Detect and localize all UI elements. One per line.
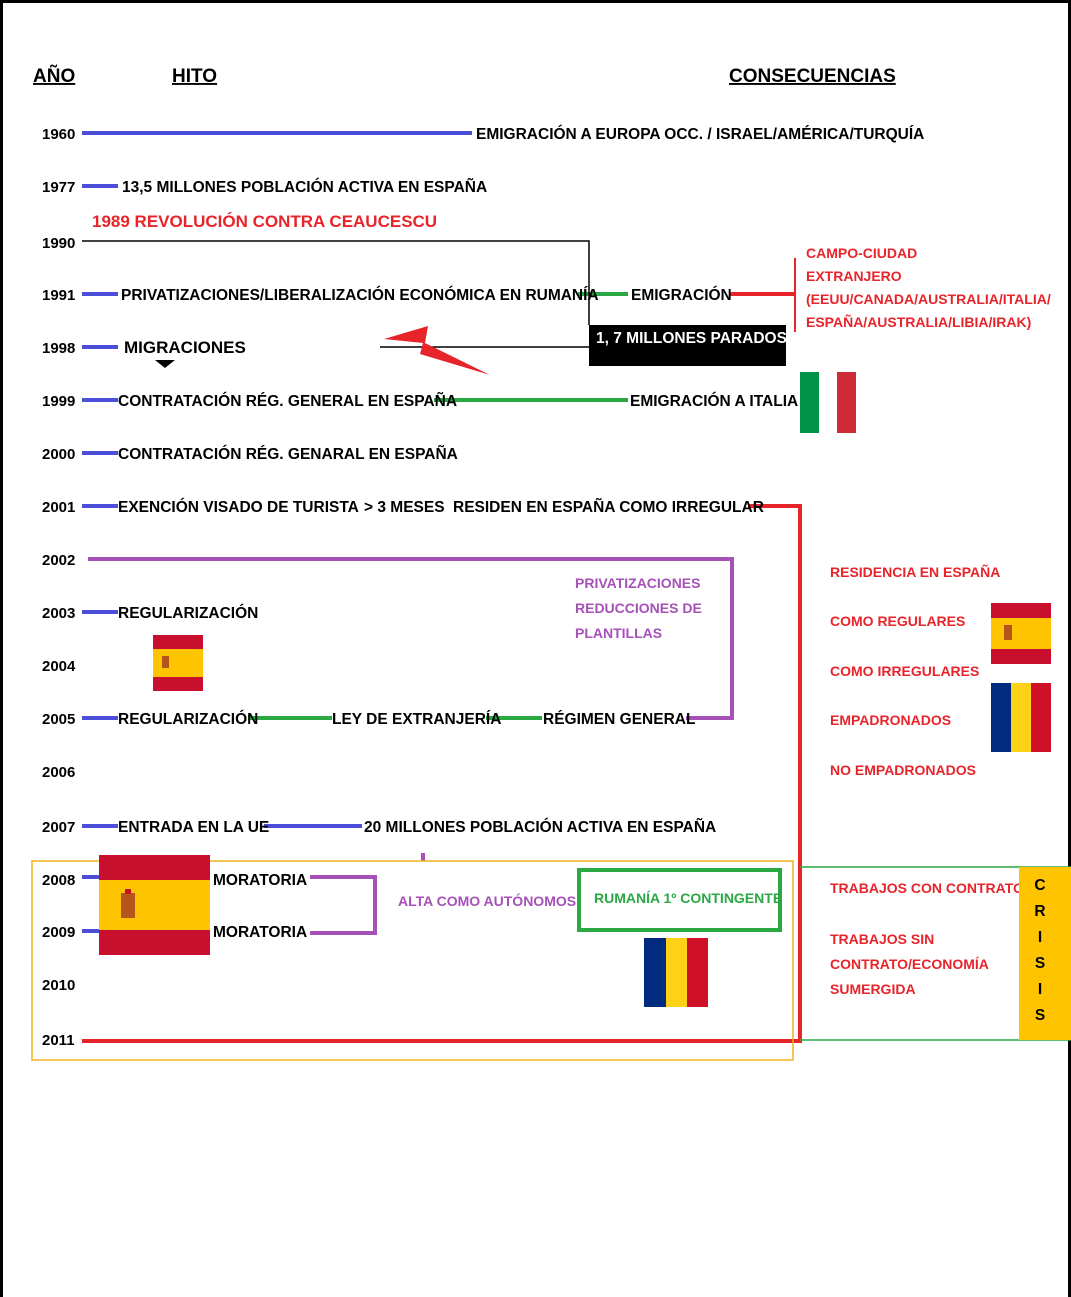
milestone-2001-months: > 3 MESES [364, 499, 445, 516]
romania-flag-icon [644, 938, 708, 1007]
unemployed-label: 1, 7 MILLONES PARADOS [596, 330, 787, 347]
crisis-letters: C R I S I S [1034, 877, 1045, 1024]
destination-line: CAMPO-CIUDAD [806, 245, 917, 261]
milestone-1977: 13,5 MILLONES POBLACIÓN ACTIVA EN ESPAÑA [122, 178, 487, 196]
crisis-letter: S [1035, 1007, 1045, 1024]
note-line: PRIVATIZACIONES [575, 575, 701, 591]
self-employed-label: ALTA COMO AUTÓNOMOS [398, 892, 576, 909]
work-item: TRABAJOS SIN [830, 931, 934, 947]
contingent-box [577, 868, 782, 932]
year-2005: 2005 [42, 711, 75, 728]
lightning-icon [384, 326, 490, 375]
year-1998: 1998 [42, 340, 75, 357]
year-2009: 2009 [42, 924, 75, 941]
year-2003: 2003 [42, 605, 75, 622]
crisis-letter: I [1038, 981, 1042, 998]
contingent-label: RUMANÍA 1º CONTINGENTE [594, 890, 782, 906]
milestone-1999: CONTRATACIÓN RÉG. GENERAL EN ESPAÑA [118, 392, 457, 410]
crisis-period-box [31, 860, 794, 1061]
residence-status-list: RESIDENCIA EN ESPAÑA COMO REGULARES COMO… [830, 563, 1000, 778]
spain-flag-icon [153, 635, 203, 691]
year-2000: 2000 [42, 446, 75, 463]
year-1999: 1999 [42, 393, 75, 410]
purple-connectors [88, 557, 734, 935]
privatizations-note: PRIVATIZACIONES REDUCCIONES DE PLANTILLA… [575, 575, 702, 641]
work-item: TRABAJOS CON CONTRATO [830, 880, 1024, 896]
milestone-1991: PRIVATIZACIONES/LIBERALIZACIÓN ECONÓMICA… [121, 286, 599, 304]
work-status-list: TRABAJOS CON CONTRATO TRABAJOS SIN CONTR… [830, 880, 1024, 997]
year-1960: 1960 [42, 126, 75, 143]
consequence-italy: EMIGRACIÓN A ITALIA [630, 392, 798, 410]
italy-flag-icon [800, 372, 856, 433]
milestone-2003: REGULARIZACIÓN [118, 604, 258, 622]
spain-flag-icon [99, 855, 210, 955]
milestone-2000: CONTRATACIÓN RÉG. GENARAL EN ESPAÑA [118, 445, 458, 463]
year-2006: 2006 [42, 764, 75, 781]
year-2008: 2008 [42, 872, 75, 889]
note-line: PLANTILLAS [575, 625, 662, 641]
residence-item: RESIDENCIA EN ESPAÑA [830, 563, 1000, 580]
year-2001: 2001 [42, 499, 75, 516]
milestone-2005-regime: RÉGIMEN GENERAL [543, 711, 695, 728]
black-connectors [82, 240, 590, 348]
work-item: SUMERGIDA [830, 981, 916, 997]
destination-line: ESPAÑA/AUSTRALIA/LIBIA/IRAK) [806, 313, 1031, 330]
crisis-letter: R [1034, 903, 1045, 920]
milestone-2005-regularization: REGULARIZACIÓN [118, 710, 258, 728]
blue-connectors [82, 131, 472, 933]
green-connectors [248, 292, 628, 720]
consequence-emigration: EMIGRACIÓN [631, 286, 732, 304]
milestone-2009: MORATORIA [213, 924, 307, 941]
milestone-2001-visa: EXENCIÓN VISADO DE TURISTA [118, 498, 359, 516]
year-2004: 2004 [42, 658, 76, 675]
year-1991: 1991 [42, 287, 75, 304]
year-2011: 2011 [42, 1032, 75, 1049]
note-line: REDUCCIONES DE [575, 600, 702, 616]
milestone-1960: EMIGRACIÓN A EUROPA OCC. / ISRAEL/AMÉRIC… [476, 125, 924, 143]
residence-item: NO EMPADRONADOS [830, 762, 976, 778]
destination-line: EXTRANJERO [806, 268, 902, 284]
spain-flag-icon [991, 603, 1051, 664]
milestone-2005-law: LEY DE EXTRANJERÍA [332, 711, 501, 728]
crisis-badge [1019, 867, 1071, 1040]
work-item: CONTRATO/ECONOMÍA [830, 956, 989, 972]
red-connectors [82, 258, 802, 1043]
residence-item: COMO IRREGULARES [830, 663, 979, 679]
residence-item: EMPADRONADOS [830, 712, 951, 728]
year-2007: 2007 [42, 819, 75, 836]
crisis-letter: C [1034, 877, 1045, 894]
year-2002: 2002 [42, 552, 75, 569]
romania-flag-icon [991, 683, 1051, 752]
header-milestone: HITO [172, 66, 217, 87]
header-consequences: CONSECUENCIAS [729, 66, 896, 87]
milestone-1998: MIGRACIONES [124, 338, 246, 357]
unemployed-box [589, 325, 786, 366]
year-1990: 1990 [42, 235, 75, 252]
destination-line: (EEUU/CANADA/AUSTRALIA/ITALIA/ [806, 291, 1051, 307]
milestone-revolution: 1989 REVOLUCIÓN CONTRA CEAUCESCU [92, 212, 437, 231]
milestone-2001-irregular: RESIDEN EN ESPAÑA COMO IRREGULAR [453, 498, 764, 516]
crisis-letter: S [1035, 955, 1045, 972]
header-year: AÑO [33, 65, 75, 87]
arrow-down-icon [155, 360, 175, 368]
residence-item: COMO REGULARES [830, 613, 965, 629]
year-1977: 1977 [42, 179, 75, 196]
milestone-2008: MORATORIA [213, 872, 307, 889]
emigration-destinations: CAMPO-CIUDAD EXTRANJERO (EEUU/CANADA/AUS… [806, 245, 1051, 330]
crisis-letter: I [1038, 929, 1042, 946]
year-2010: 2010 [42, 977, 75, 994]
milestone-2007-population: 20 MILLONES POBLACIÓN ACTIVA EN ESPAÑA [364, 818, 716, 836]
milestone-2007-eu: ENTRADA EN LA UE [118, 819, 269, 836]
